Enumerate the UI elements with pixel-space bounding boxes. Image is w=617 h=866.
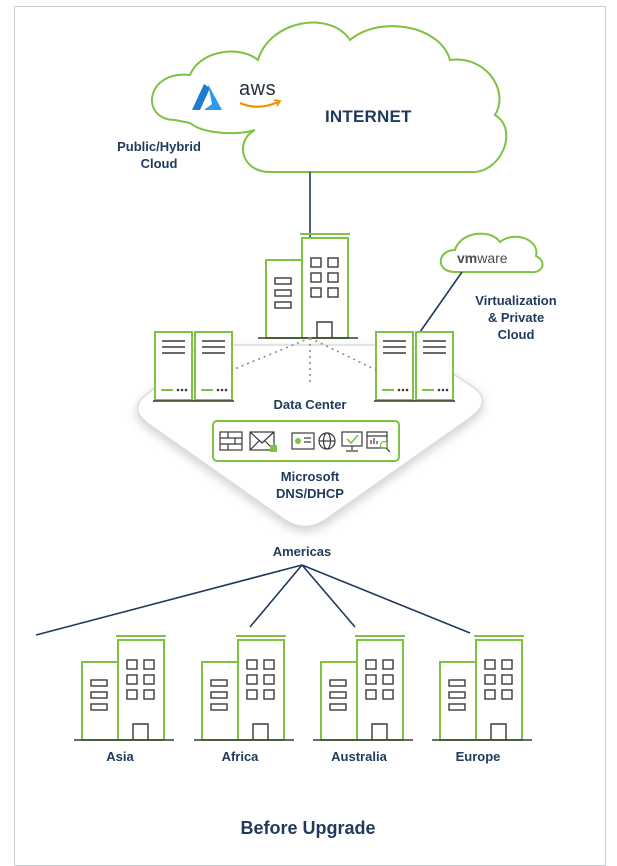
public-hybrid-cloud-label: Public/Hybrid Cloud <box>117 139 201 171</box>
branch-label-asia: Asia <box>106 749 134 764</box>
server-icon <box>192 331 235 402</box>
firewall-icon <box>219 431 243 451</box>
datacenter-building-icon <box>257 233 359 339</box>
server-icon <box>152 331 195 402</box>
internet-cloud <box>151 21 508 174</box>
branch-building-icon <box>431 635 533 741</box>
vmware-logo: vmware <box>457 250 508 266</box>
server-icon <box>413 331 456 402</box>
id-card-icon <box>291 432 315 450</box>
vmware-cloud <box>439 232 544 274</box>
hub-label-americas: Americas <box>272 544 332 559</box>
branch-label-europe: Europe <box>455 749 501 764</box>
analytics-icon <box>366 431 391 453</box>
datacenter-label: Data Center <box>273 397 347 412</box>
server-icon <box>373 331 416 402</box>
page-title: Before Upgrade <box>240 818 376 838</box>
branch-building-icon <box>193 635 295 741</box>
branch-links <box>35 564 471 636</box>
branch-building-icon <box>312 635 414 741</box>
branch-label-africa: Africa <box>221 749 259 764</box>
internet-label: INTERNET <box>325 107 412 126</box>
azure-logo-icon <box>192 84 222 110</box>
monitor-check-icon <box>341 431 363 452</box>
dns-dhcp-label: Microsoft DNS/DHCP <box>276 469 344 501</box>
aws-logo: aws <box>239 78 277 100</box>
aws-smile-icon <box>239 100 279 108</box>
branch-label-australia: Australia <box>331 749 387 764</box>
datacenter-internal-links <box>231 337 377 385</box>
email-icon <box>249 431 277 452</box>
virtualization-label: Virtualization & Private Cloud <box>475 293 557 342</box>
branch-building-icon <box>73 635 175 741</box>
globe-icon <box>318 432 336 450</box>
vmware-link <box>419 271 463 333</box>
